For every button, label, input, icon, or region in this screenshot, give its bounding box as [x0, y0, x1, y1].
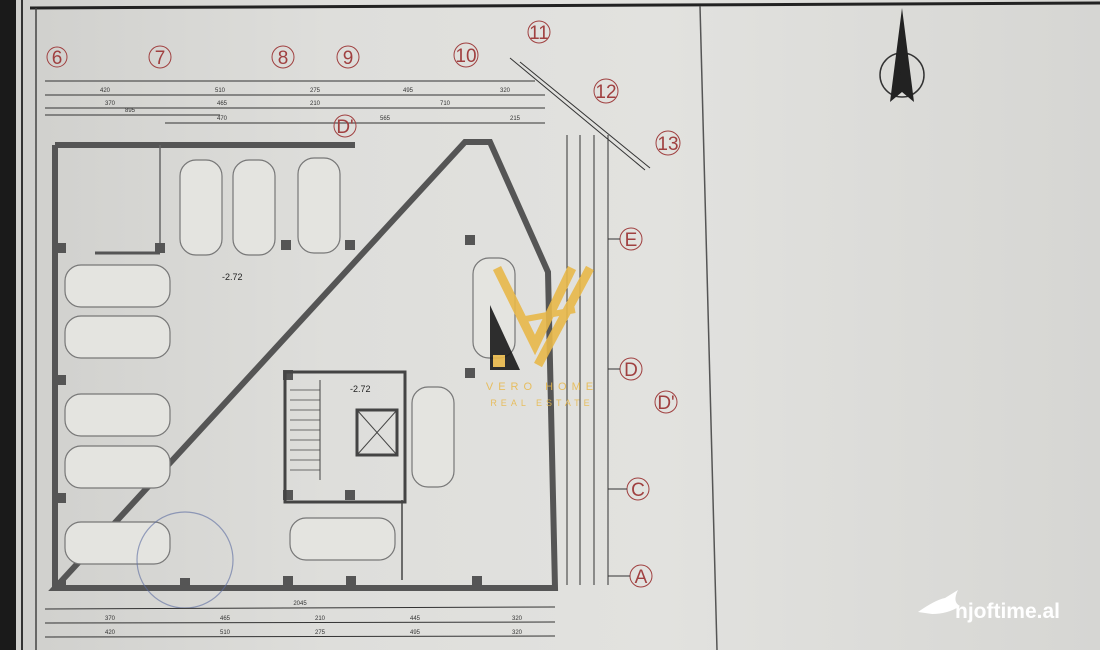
- grid-label-d-prime-inner: D': [336, 117, 353, 138]
- grid-label-8: 8: [278, 48, 289, 69]
- dim-text: 465: [217, 101, 228, 107]
- north-label: N: [897, 68, 906, 83]
- grid-label-e: E: [625, 230, 638, 251]
- car: [179, 159, 223, 256]
- dim-text: 2045: [293, 601, 307, 607]
- car: [64, 445, 171, 489]
- car: [64, 521, 171, 565]
- photo-edge: [0, 0, 16, 650]
- stair-core: [283, 370, 407, 580]
- grid-label-13: 13: [657, 134, 678, 155]
- parking-cars: [64, 157, 516, 565]
- elevation-label: -2.72: [222, 272, 243, 282]
- outer-wall: [48, 139, 559, 591]
- dim-text: 370: [105, 101, 116, 107]
- dim-text: 210: [310, 101, 321, 107]
- dim-text: 420: [100, 88, 111, 94]
- car: [297, 157, 341, 254]
- elevation-label: -2.72: [350, 384, 371, 394]
- dim-text: 445: [410, 616, 421, 622]
- watermark-brand: VERO HOME: [486, 381, 598, 393]
- grid-label-a: A: [635, 567, 648, 588]
- grid-label-9: 9: [343, 48, 354, 69]
- grid-label-10: 10: [455, 46, 476, 67]
- sheet-divider: [699, 5, 718, 650]
- dim-text: 320: [500, 88, 511, 94]
- dim-text: 320: [512, 630, 523, 636]
- top-dimension-texts: 420 510 275 495 320 370 465 210 710 895 …: [100, 88, 521, 122]
- car: [289, 517, 396, 561]
- grid-label-d-prime: D': [657, 393, 674, 414]
- grid-label-12: 12: [595, 82, 616, 103]
- frame-top: [29, 1, 1100, 10]
- elevator-shaft: [355, 408, 399, 457]
- dim-text: 895: [125, 108, 136, 114]
- dim-text: 510: [215, 88, 226, 94]
- vero-home-logo: [490, 265, 594, 370]
- dim-text: 275: [310, 88, 321, 94]
- grid-label-11: 11: [529, 23, 549, 44]
- dim-text: 495: [403, 88, 414, 94]
- dim-text: 210: [315, 616, 326, 622]
- dim-text: 275: [315, 630, 326, 636]
- dim-text: 470: [217, 116, 228, 122]
- north-arrow-icon: [879, 8, 925, 102]
- dim-text: 370: [105, 616, 116, 622]
- site-watermark: njoftime.al: [955, 600, 1060, 623]
- bottom-dimension-lines: [44, 606, 556, 638]
- car: [64, 315, 171, 359]
- top-dimension-lines: [45, 57, 651, 171]
- car: [64, 393, 171, 437]
- dim-text: 465: [220, 616, 231, 622]
- dim-text: 215: [510, 116, 521, 122]
- dim-text: 320: [512, 616, 523, 622]
- right-dimension-lines: [566, 135, 630, 585]
- grid-label-c: C: [631, 480, 645, 501]
- car: [64, 264, 171, 308]
- car: [232, 159, 276, 256]
- dim-text: 565: [380, 116, 391, 122]
- grid-label-d: D: [624, 360, 638, 381]
- dim-text: 420: [105, 630, 116, 636]
- dim-text: 510: [220, 630, 231, 636]
- bird-logo-icon: [918, 590, 960, 614]
- watermark-sub: REAL ESTATE: [490, 398, 593, 408]
- columns: [56, 235, 482, 590]
- dim-text: 495: [410, 630, 421, 636]
- dim-text: 710: [440, 101, 451, 107]
- car: [411, 386, 455, 488]
- grid-label-7: 7: [155, 48, 166, 69]
- grid-label-6: 6: [52, 48, 63, 69]
